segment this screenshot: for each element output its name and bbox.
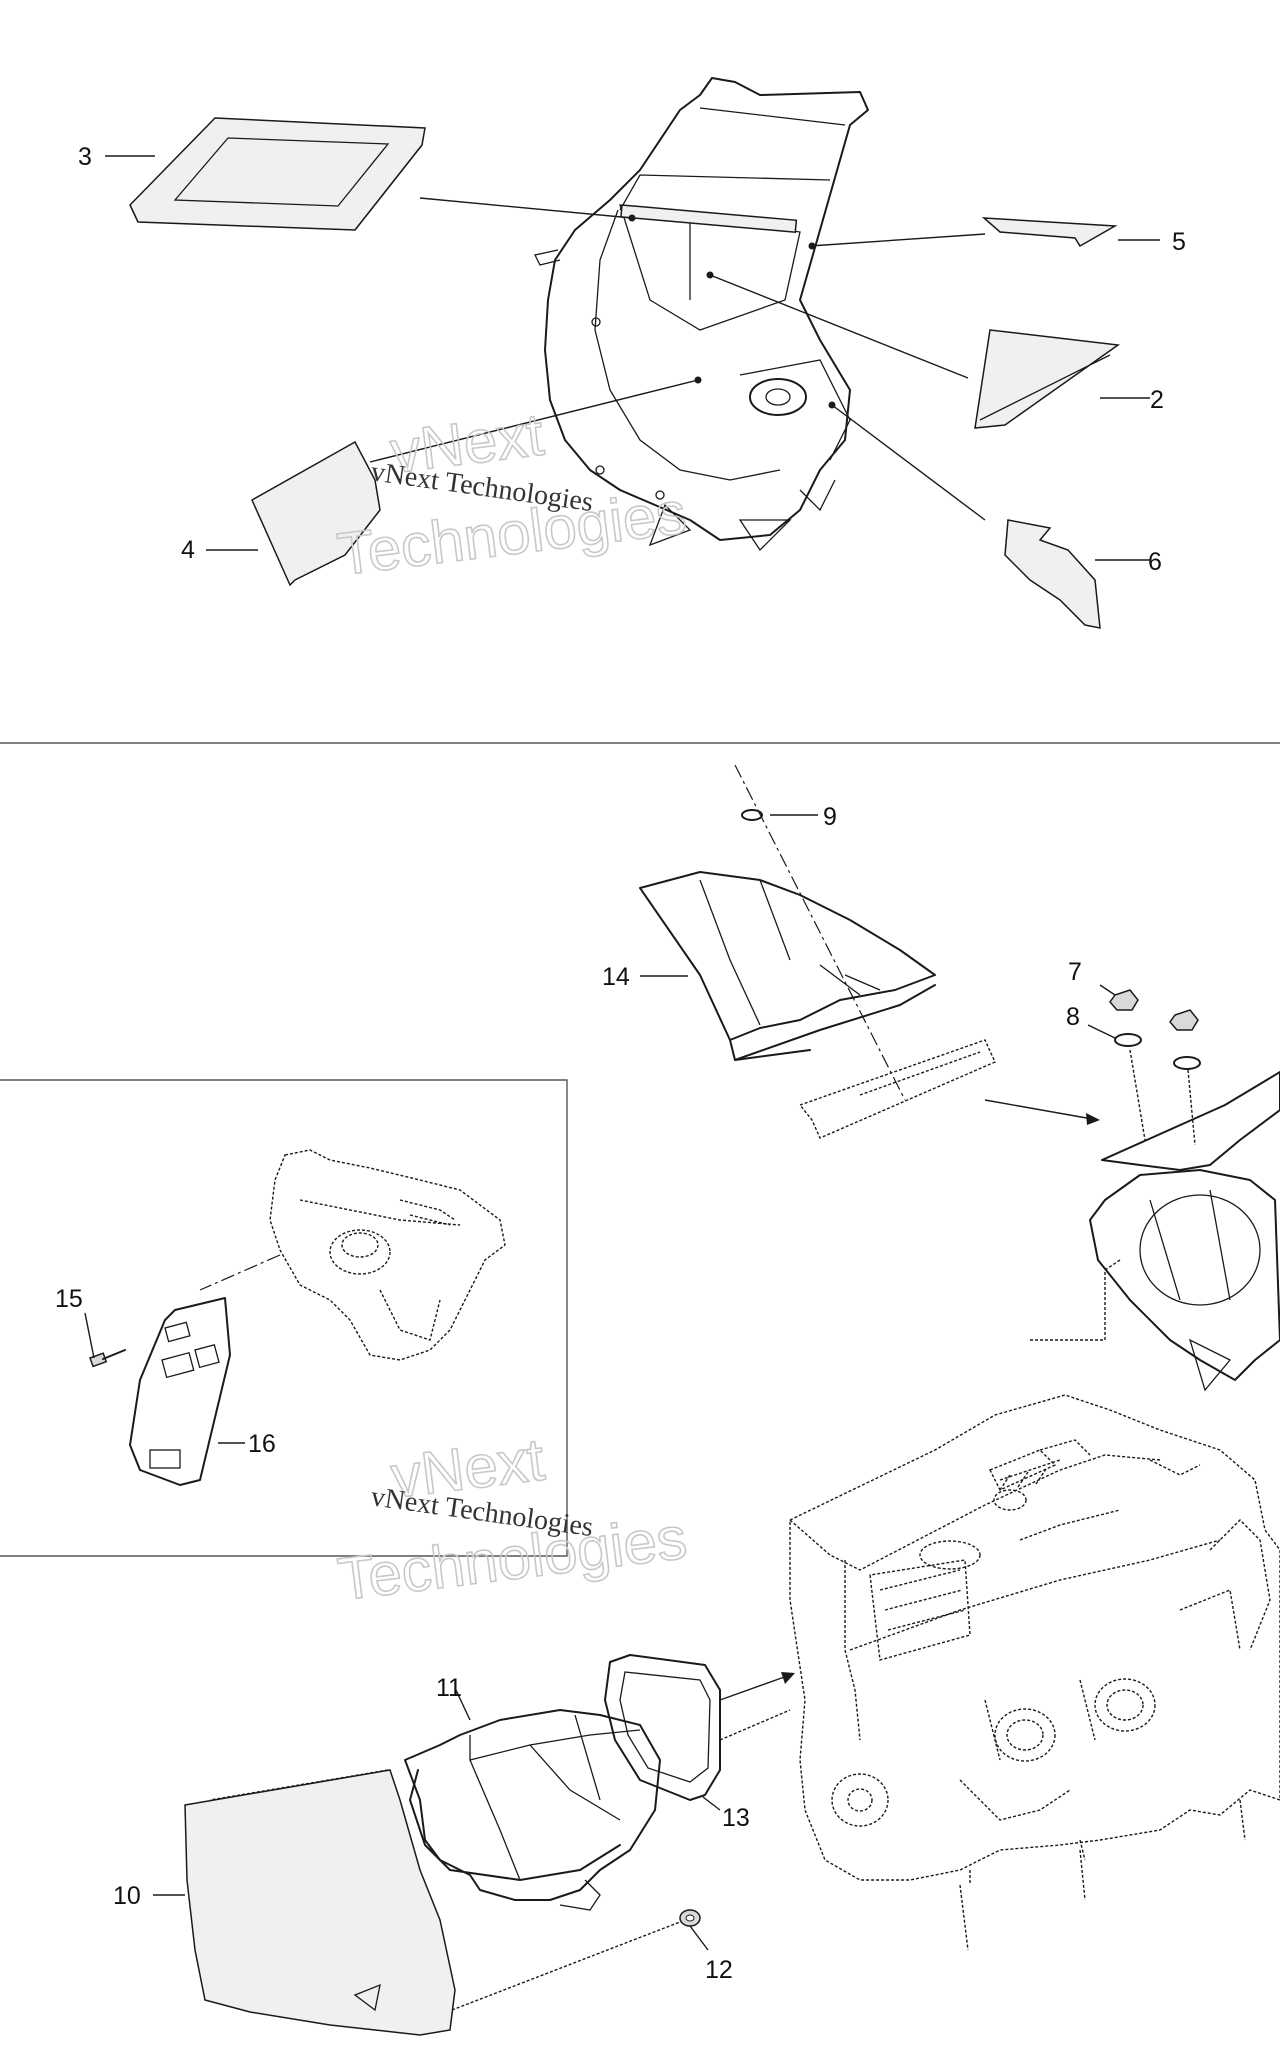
part-8-washer	[1114, 1033, 1201, 1146]
oil-tank	[269, 1149, 506, 1361]
part-14-top-cover	[639, 871, 936, 1061]
part-3-foam-frame	[129, 117, 426, 231]
part-4-curved-foam	[251, 440, 381, 587]
bottom-leaders	[84, 814, 1116, 1951]
part-5-strip	[981, 217, 1118, 248]
callout-12: 12	[705, 1956, 733, 1984]
callout-16: 16	[248, 1430, 276, 1458]
part-2-triangle-foam	[974, 329, 1121, 429]
bottom-dash-links	[209, 1709, 791, 2011]
part-6-curved-pad	[1004, 519, 1101, 629]
callout-7: 7	[1068, 958, 1082, 986]
callout-11: 11	[436, 1674, 462, 1702]
part-10-cover	[184, 1769, 456, 2036]
callout-6: 6	[1148, 548, 1162, 576]
callout-13: 13	[722, 1804, 750, 1832]
top-leaders	[105, 155, 1160, 561]
callout-14: 14	[602, 963, 630, 991]
part-11-silencer	[404, 1709, 661, 1911]
detail-inset-frame	[0, 1079, 568, 1557]
arrow-to-engine	[719, 1674, 791, 1701]
callout-2: 2	[1150, 386, 1164, 414]
fan-housing-assembly	[1089, 1071, 1280, 1392]
part-9-washer	[734, 764, 906, 1101]
callout-15: 15	[55, 1285, 83, 1313]
arrowhead-1	[1086, 1113, 1100, 1125]
part-15-screw	[89, 1349, 126, 1368]
foam-filter	[798, 1039, 996, 1139]
arrow-to-housing	[984, 1099, 1099, 1121]
engine-logo-mark	[999, 1468, 1047, 1491]
engine-block	[789, 1394, 1280, 1951]
callout-9: 9	[823, 803, 837, 831]
fan-cover-housing	[534, 77, 869, 552]
part-12-washer	[679, 1909, 701, 1927]
part-16-plate	[129, 1297, 231, 1486]
callout-10: 10	[113, 1882, 141, 1910]
callout-4: 4	[181, 536, 195, 564]
part-13-gasket	[604, 1654, 721, 1801]
tank-centerline	[199, 1254, 281, 1291]
arrowhead-2	[781, 1672, 795, 1684]
callout-8: 8	[1066, 1003, 1080, 1031]
callout-5: 5	[1172, 228, 1186, 256]
part-7-nut	[1109, 989, 1199, 1031]
callout-3: 3	[78, 143, 92, 171]
dash-link	[1030, 1259, 1121, 1341]
